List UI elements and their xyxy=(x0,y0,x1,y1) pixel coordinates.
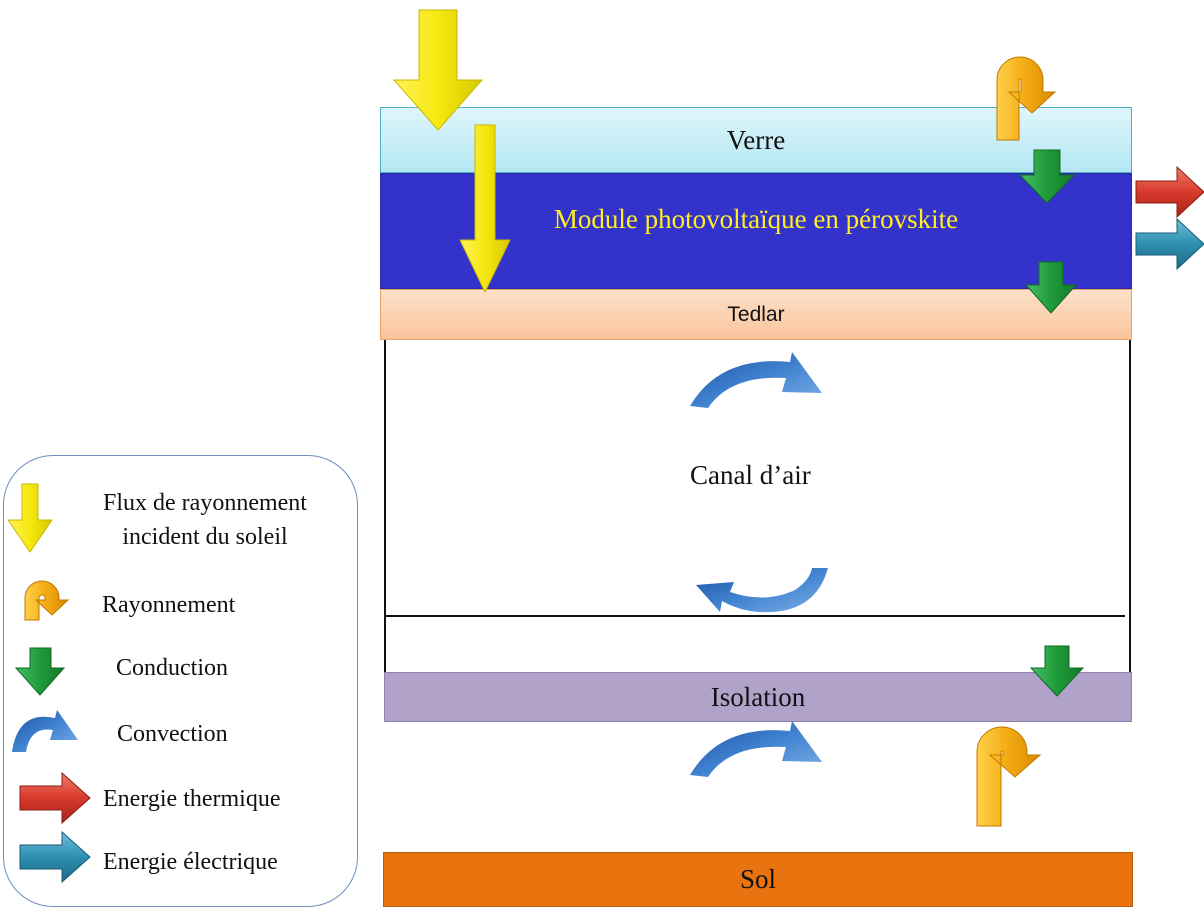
solar-flux-arrow-icon xyxy=(7,483,53,553)
air-channel-label: Canal d’air xyxy=(690,460,811,490)
insulation-layer: Isolation xyxy=(384,672,1132,722)
thermal-energy-arrow-icon xyxy=(1135,165,1204,219)
legend-electrical-energy-label: Energie électrique xyxy=(103,849,278,875)
conduction-arrow-icon xyxy=(14,647,66,696)
ground-layer: Sol xyxy=(383,852,1133,907)
insulation-label: Isolation xyxy=(710,681,806,712)
convection-curve-arrow-icon xyxy=(696,568,828,613)
glass-layer-label: Verre xyxy=(726,124,786,155)
legend-thermal-energy-label: Energie thermique xyxy=(103,786,281,812)
legend-solar-flux-line1: Flux de rayonnement xyxy=(103,490,307,516)
electrical-energy-arrow-icon xyxy=(1135,217,1204,271)
electrical-energy-arrow-icon xyxy=(19,830,91,884)
tedlar-label: Tedlar xyxy=(727,302,785,326)
radiation-hook-arrow-icon xyxy=(976,726,1042,827)
solar-flux-transmitted-arrow-icon xyxy=(459,124,511,294)
solar-flux-arrow-icon xyxy=(392,9,484,131)
legend-conduction-label: Conduction xyxy=(116,655,228,681)
legend-radiation-label: Rayonnement xyxy=(102,592,236,618)
legend-solar-flux-line2: incident du soleil xyxy=(122,524,288,550)
convection-curve-arrow-icon xyxy=(690,721,822,777)
ground-label: Sol xyxy=(739,864,777,894)
thermal-energy-arrow-icon xyxy=(19,771,91,825)
legend-convection-label: Convection xyxy=(117,721,228,747)
pv-module-label: Module photovoltaïque en pérovskite xyxy=(553,203,959,234)
conduction-arrow-icon xyxy=(1024,261,1078,314)
pv-module-layer: Module photovoltaïque en pérovskite xyxy=(380,173,1132,289)
legend xyxy=(3,455,358,907)
convection-curve-arrow-icon xyxy=(690,352,822,408)
convection-curve-arrow-icon xyxy=(12,710,78,752)
conduction-arrow-icon xyxy=(1018,149,1076,204)
conduction-arrow-icon xyxy=(1029,645,1085,697)
tedlar-layer: Tedlar xyxy=(380,289,1132,340)
legend-solar-flux-label: Flux de rayonnement incident du soleil xyxy=(60,486,350,554)
radiation-hook-arrow-icon xyxy=(24,580,70,621)
radiation-hook-arrow-icon xyxy=(996,56,1057,141)
